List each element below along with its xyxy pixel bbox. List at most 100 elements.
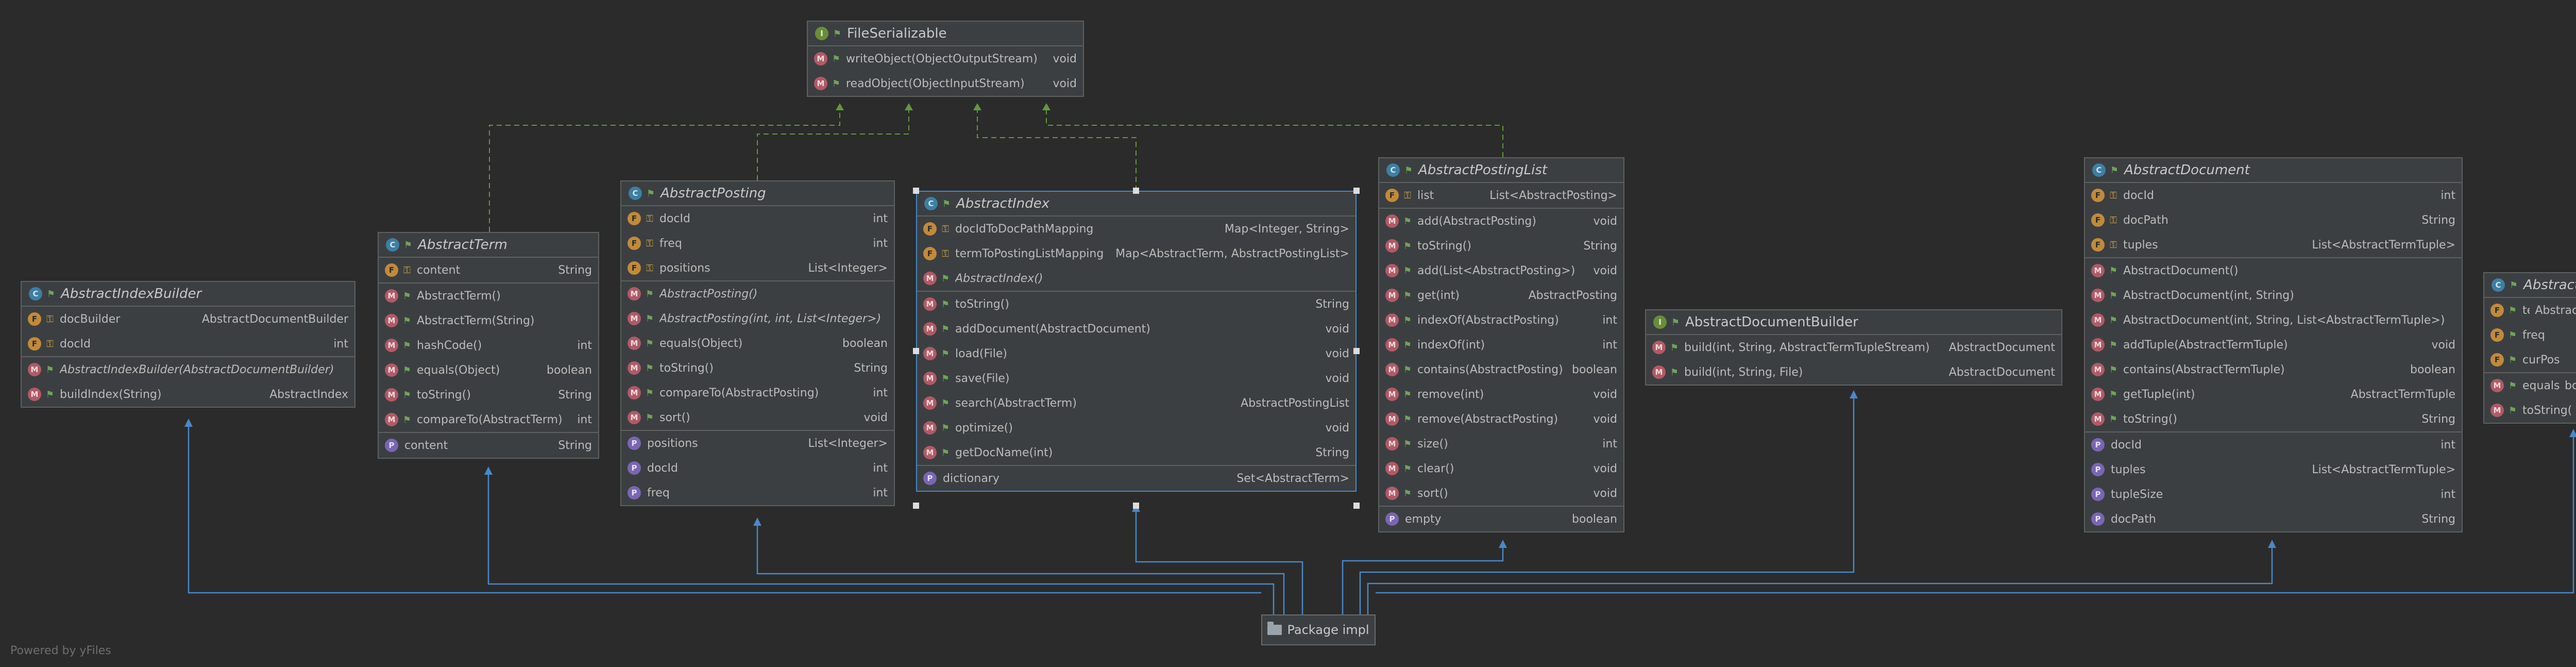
method-row[interactable]: M⚑clear()void <box>1379 456 1623 481</box>
method-row[interactable]: M⚑toString()String <box>1379 234 1623 258</box>
public-visibility-icon: ⚑ <box>941 348 950 359</box>
method-row[interactable]: M⚑contains(AbstractPosting)boolean <box>1379 357 1623 382</box>
method-row[interactable]: M⚑contains(AbstractTermTuple)boolean <box>2085 357 2462 382</box>
method-row[interactable]: M⚑get(int)AbstractPosting <box>1379 283 1623 308</box>
selection-handle-tr[interactable] <box>1353 188 1360 194</box>
method-row[interactable]: M⚑equals(Object)boolean <box>379 358 598 382</box>
member-name: readObject(ObjectInputStream) <box>846 77 1025 90</box>
method-row[interactable]: M⚑remove(int)void <box>1379 382 1623 407</box>
method-row[interactable]: M⚑sort()void <box>1379 481 1623 506</box>
field-row[interactable]: F⚑termAbstractTerm <box>2484 298 2576 323</box>
method-row[interactable]: M⚑size()int <box>1379 431 1623 456</box>
method-row[interactable]: M⚑add(List<AbstractPosting>)void <box>1379 258 1623 283</box>
selection-handle-tl[interactable] <box>913 188 919 194</box>
method-row[interactable]: M⚑search(AbstractTerm)AbstractPostingLis… <box>917 391 1355 415</box>
member-type: void <box>1593 264 1617 277</box>
method-row[interactable]: M⚑build(int, String, File)AbstractDocume… <box>1646 360 2061 385</box>
method-row[interactable]: M⚑toString()String <box>917 292 1355 316</box>
selection-handle-bm[interactable] <box>1133 503 1139 509</box>
selection-handle-tm[interactable] <box>1133 188 1139 194</box>
field-icon: F <box>2490 328 2504 342</box>
method-row[interactable]: M⚑hashCode()int <box>379 333 598 358</box>
method-row[interactable]: M⚑indexOf(AbstractPosting)int <box>1379 308 1623 332</box>
method-row[interactable]: M⚑save(File)void <box>917 366 1355 391</box>
abstract-class-icon: C <box>29 287 42 301</box>
method-row[interactable]: M⚑AbstractDocument(int, String) <box>2085 283 2462 308</box>
method-row[interactable]: M⚑compareTo(AbstractTerm)int <box>379 407 598 432</box>
method-row[interactable]: M⚑equals(Object)boolean <box>2484 373 2576 398</box>
method-row[interactable]: M⚑toString()String <box>2085 407 2462 431</box>
method-row[interactable]: M⚑AbstractIndexBuilder(AbstractDocumentB… <box>22 357 354 382</box>
method-row[interactable]: M⚑AbstractPosting() <box>621 281 894 306</box>
method-row[interactable]: M⚑writeObject(ObjectOutputStream)void <box>808 46 1083 71</box>
method-row[interactable]: M⚑indexOf(int)int <box>1379 332 1623 357</box>
method-row[interactable]: M⚑getTuple(int)AbstractTermTuple <box>2085 382 2462 407</box>
method-row[interactable]: M⚑buildIndex(String)AbstractIndex <box>22 382 354 407</box>
method-row[interactable]: M⚑toString()String <box>2484 398 2576 423</box>
method-row[interactable]: M⚑load(File)void <box>917 341 1355 366</box>
method-row[interactable]: M⚑equals(Object)boolean <box>621 331 894 356</box>
method-row[interactable]: M⚑build(int, String, AbstractTermTupleSt… <box>1646 335 2061 360</box>
package-impl-node[interactable]: Package impl <box>1261 614 1376 645</box>
method-row[interactable]: M⚑addTuple(AbstractTermTuple)void <box>2085 332 2462 357</box>
method-row[interactable]: M⚑AbstractTerm() <box>379 284 598 308</box>
method-row[interactable]: M⚑compareTo(AbstractPosting)int <box>621 380 894 405</box>
member-name: docPath <box>2123 213 2168 227</box>
field-row[interactable]: F⚑curPosint <box>2484 347 2576 372</box>
class-header: C⚑AbstractPostingList <box>1379 158 1623 183</box>
method-row[interactable]: M⚑AbstractTerm(String) <box>379 308 598 333</box>
method-row[interactable]: M⚑add(AbstractPosting)void <box>1379 209 1623 234</box>
method-row[interactable]: M⚑getDocName(int)String <box>917 440 1355 465</box>
method-row[interactable]: M⚑AbstractPosting(int, int, List<Integer… <box>621 306 894 331</box>
method-row[interactable]: M⚑AbstractDocument(int, String, List<Abs… <box>2085 308 2462 332</box>
method-row[interactable]: M⚑remove(AbstractPosting)void <box>1379 407 1623 431</box>
node-AbstractTermTuple[interactable]: C⚑AbstractTermTupleF⚑termAbstractTermF⚑f… <box>2483 272 2576 424</box>
member-type: AbstractDocument <box>1948 365 2055 379</box>
method-row[interactable]: M⚑toString()String <box>379 382 598 407</box>
method-row[interactable]: M⚑sort()void <box>621 405 894 430</box>
method-row[interactable]: M⚑readObject(ObjectInputStream)void <box>808 71 1083 96</box>
method-row[interactable]: M⚑AbstractIndex() <box>917 266 1355 291</box>
method-row[interactable]: M⚑AbstractDocument() <box>2085 258 2462 283</box>
selection-handle-bl[interactable] <box>913 503 919 509</box>
method-row[interactable]: M⚑toString()String <box>621 356 894 380</box>
method-row[interactable]: M⚑optimize()void <box>917 415 1355 440</box>
method-row[interactable]: M⚑addDocument(AbstractDocument)void <box>917 316 1355 341</box>
selection-handle-mr[interactable] <box>1353 348 1360 354</box>
selection-handle-ml[interactable] <box>913 348 919 354</box>
selection-handle-br[interactable] <box>1353 503 1360 509</box>
